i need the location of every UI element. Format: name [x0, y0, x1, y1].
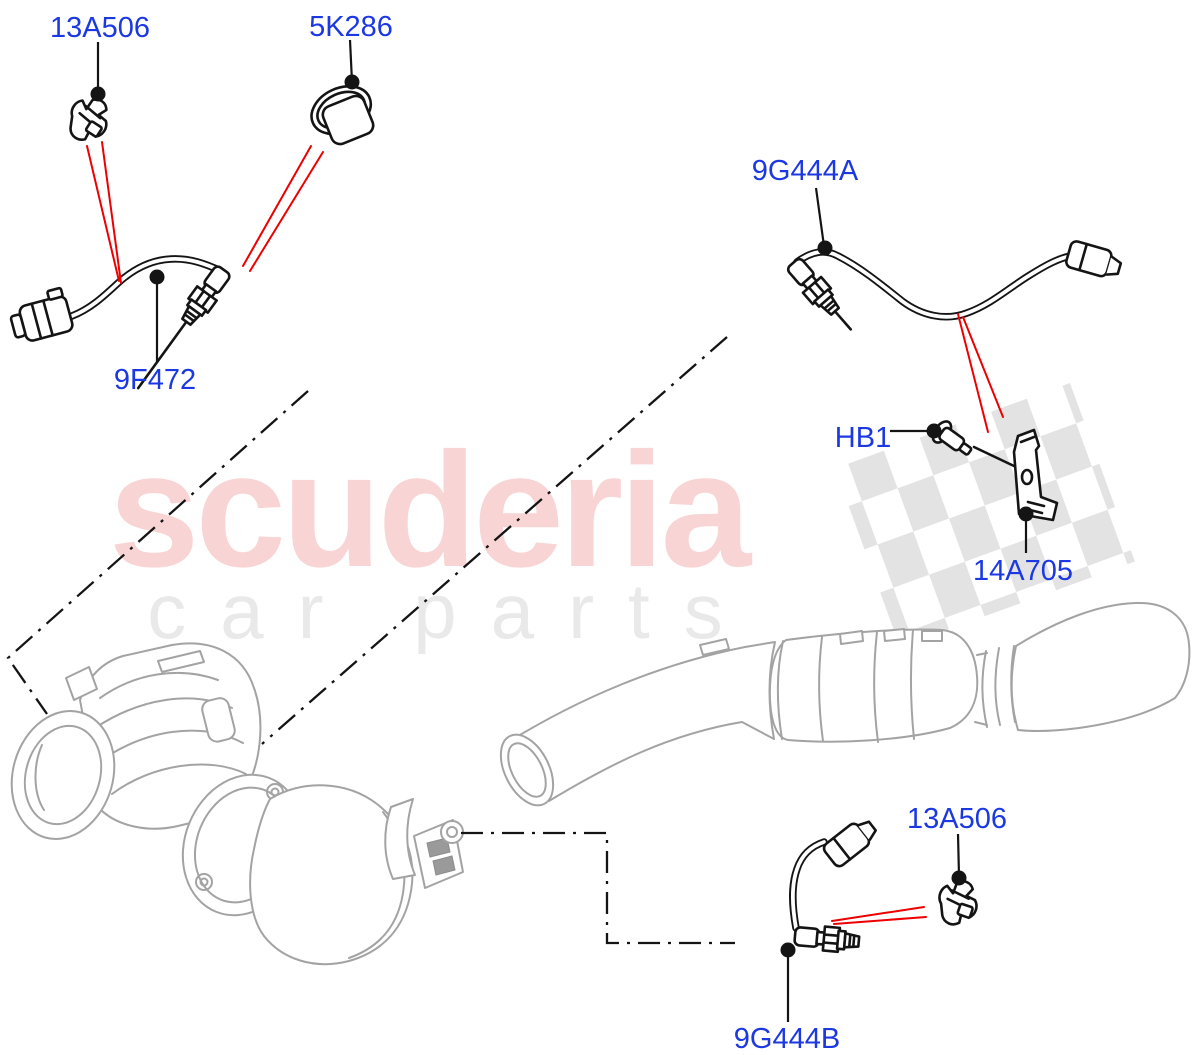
leader-dot [149, 269, 165, 285]
scroll-tab [157, 650, 205, 673]
connector-mid [1065, 240, 1123, 278]
outlet-clamp-band [384, 798, 416, 880]
resonator-tab [883, 628, 906, 642]
reference-line-rear-sensor [461, 831, 735, 945]
part-label-gasket[interactable]: 5K286 [309, 11, 393, 43]
resonator-cap-seam [777, 640, 784, 740]
leader-dot [1018, 506, 1034, 522]
downpipe-open-end [499, 733, 555, 807]
bracket-bolt-hole-inner [446, 826, 458, 838]
leader-dot [344, 74, 360, 90]
clip-top-drawing [66, 94, 111, 145]
turbo-inlet-rings [10, 710, 116, 840]
downpipe-open-end-inner [507, 742, 547, 798]
scroll-tab [65, 666, 98, 701]
resonator-seam [909, 629, 915, 740]
connector-rear [822, 820, 877, 868]
resonator-seam [873, 631, 879, 743]
gasket-drawing [310, 85, 375, 146]
part-label-o2-sensor-rear[interactable]: 9G444B [734, 1023, 840, 1055]
sensor-front-body [136, 261, 236, 390]
part-label-o2-sensor-front[interactable]: 9F472 [114, 364, 196, 396]
scroll-rib [99, 671, 219, 699]
brand-watermark: scuderia car parts [109, 418, 757, 655]
tailpipe-end [1010, 601, 1191, 733]
leader-dot [926, 423, 942, 439]
bracket-slot [426, 837, 451, 858]
watermark-tagline-text: car parts [147, 567, 756, 655]
resonator-tab [921, 630, 943, 642]
leader-lines [90, 39, 1034, 1022]
leader-dot [817, 240, 833, 256]
resonator-tab [839, 630, 864, 645]
reference-line-mid-sensor [261, 336, 728, 745]
reference-line-front-sensor [6, 390, 309, 715]
turbocharger-scroll [79, 642, 262, 830]
sensor-mid-body [782, 253, 853, 331]
leader-dot [780, 942, 796, 958]
part-label-o2-sensor-mid[interactable]: 9G444A [752, 155, 859, 187]
connector-front [9, 286, 74, 342]
leader-dot [90, 86, 106, 102]
o2-sensor-rear-drawing [789, 820, 877, 955]
pointer-lines-clip-top [86, 141, 122, 284]
part-label-bolt[interactable]: HB1 [835, 422, 891, 454]
watermark-brand-text: scuderia [109, 418, 753, 601]
part-label-bracket[interactable]: 14A705 [973, 555, 1073, 587]
o2-sensor-mid-drawing [782, 240, 1123, 331]
leader-dot [951, 870, 967, 886]
pointer-lines-gasket [242, 145, 324, 272]
pointer-lines-bracket [957, 313, 1004, 433]
clip-bottom-drawing [936, 878, 980, 927]
bracket-bolt-hole [440, 820, 464, 844]
pointer-lines-clip-bottom [831, 906, 927, 925]
pipe-joint-bands [974, 645, 1016, 728]
sensor-rear-body [792, 922, 862, 955]
o2-sensor-front-drawing [9, 255, 236, 390]
resonator-seam [818, 636, 824, 742]
catalytic-converter-body [249, 784, 414, 966]
part-label-clip-bottom[interactable]: 13A506 [907, 803, 1007, 835]
bracket-slot [432, 855, 456, 876]
scroll-rib [111, 763, 247, 795]
bracket-14a705-drawing [1012, 428, 1059, 522]
scroll-window-detail [201, 697, 236, 743]
pipe-tab [699, 638, 730, 656]
part-label-clip-top[interactable]: 13A506 [50, 12, 150, 44]
exhaust-assembly-drawing [10, 601, 1191, 966]
checkered-flag-watermark [835, 382, 1135, 648]
